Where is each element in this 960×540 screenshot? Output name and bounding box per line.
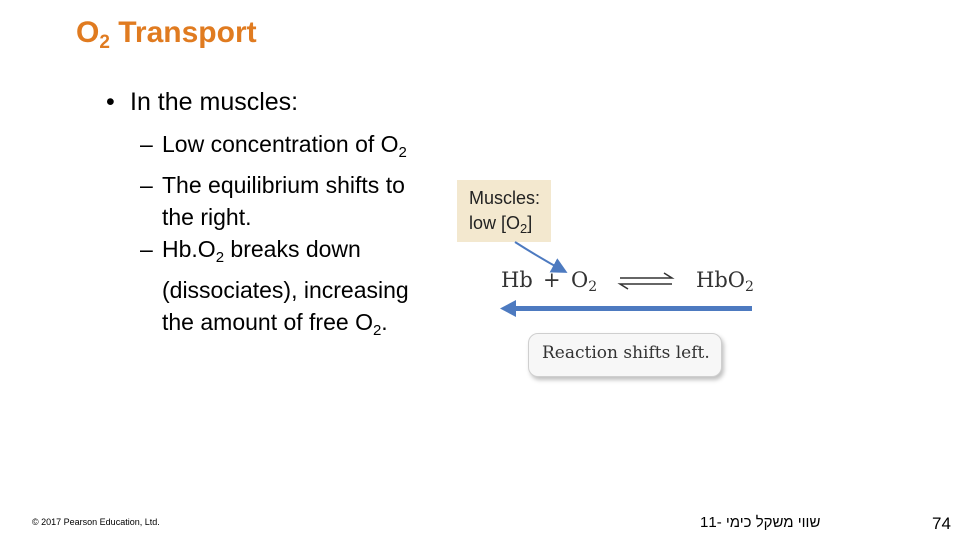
low-o2-label: low [O2]	[469, 213, 533, 236]
reaction-shift-text: Reaction shifts left.	[542, 343, 710, 363]
sub-bullet-item: – Hb.O2 breaks down(dissociates), increa…	[140, 236, 409, 339]
plus-sign: +	[543, 268, 561, 292]
main-bullet: • In the muscles:	[106, 88, 298, 117]
hbo2-label: HbO2	[696, 268, 754, 295]
sub-bullet-item: – Low concentration of O2	[140, 131, 407, 161]
slide-title: O2 Transport	[76, 16, 257, 53]
shift-arrow-head	[500, 300, 516, 317]
reaction-shift-box: Reaction shifts left.	[528, 333, 722, 377]
muscles-label: Muscles:	[469, 188, 541, 208]
bullet-text: In the muscles:	[130, 88, 299, 116]
pointer-arrow	[514, 241, 568, 273]
equilibrium-forward-arrow	[620, 272, 675, 279]
hb-label: Hb	[501, 268, 533, 292]
equilibrium-reverse-arrow	[617, 283, 672, 290]
muscles-label-box: Muscles: low [O2]	[457, 180, 551, 242]
sub-bullet-list: – Low concentration of O2 – The equilibr…	[140, 128, 460, 347]
o2-label: O2	[571, 268, 598, 295]
shift-arrow-body	[514, 306, 752, 311]
page-number: 74	[932, 514, 951, 533]
copyright: © 2017 Pearson Education, Ltd.	[32, 517, 160, 527]
reaction-arrows	[500, 241, 752, 317]
footer-hebrew: שווי משקל כימי -11	[700, 514, 821, 531]
bullet-marker: •	[106, 88, 115, 116]
